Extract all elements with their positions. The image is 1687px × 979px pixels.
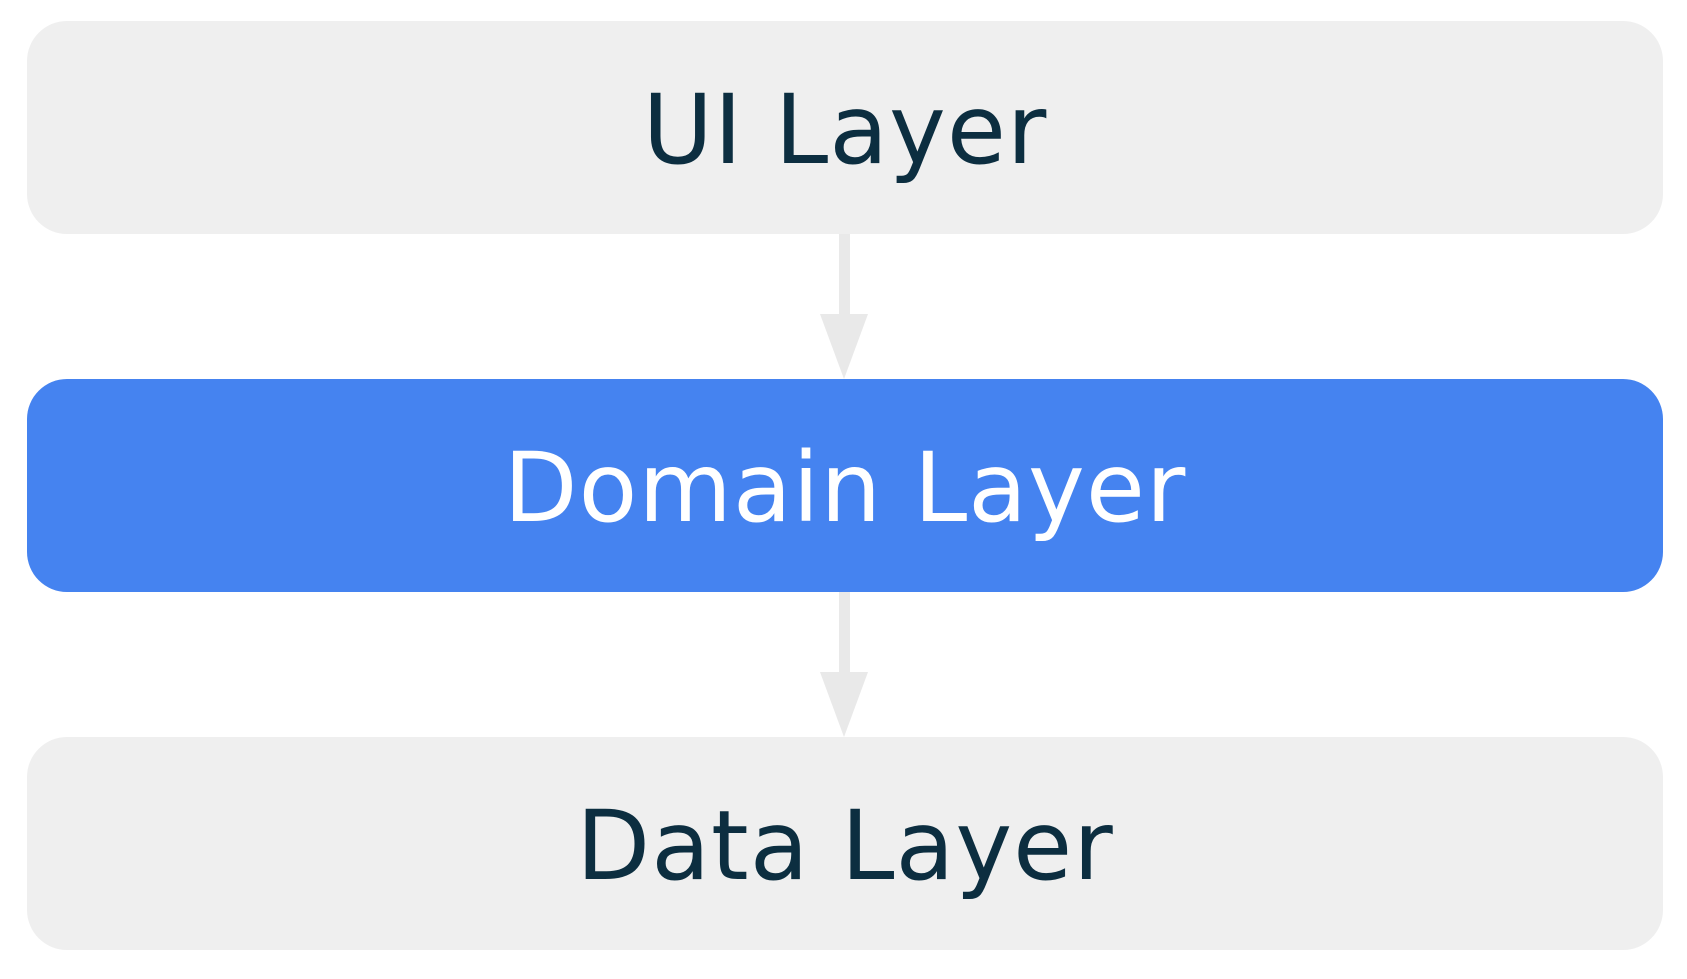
ui-layer-label: UI Layer xyxy=(642,73,1048,186)
connector-domain-to-data xyxy=(820,592,868,737)
data-layer-box: Data Layer xyxy=(27,737,1663,950)
arrowhead-domain-icon xyxy=(820,314,868,379)
connector-line-domain-to-data xyxy=(839,592,850,672)
data-layer-label: Data Layer xyxy=(576,789,1114,902)
domain-layer-label: Domain Layer xyxy=(503,431,1187,544)
arrowhead-data-icon xyxy=(820,672,868,737)
ui-layer-box: UI Layer xyxy=(27,21,1663,234)
connector-line-ui-to-domain xyxy=(839,234,850,314)
domain-layer-box: Domain Layer xyxy=(27,379,1663,592)
connector-ui-to-domain xyxy=(820,234,868,379)
